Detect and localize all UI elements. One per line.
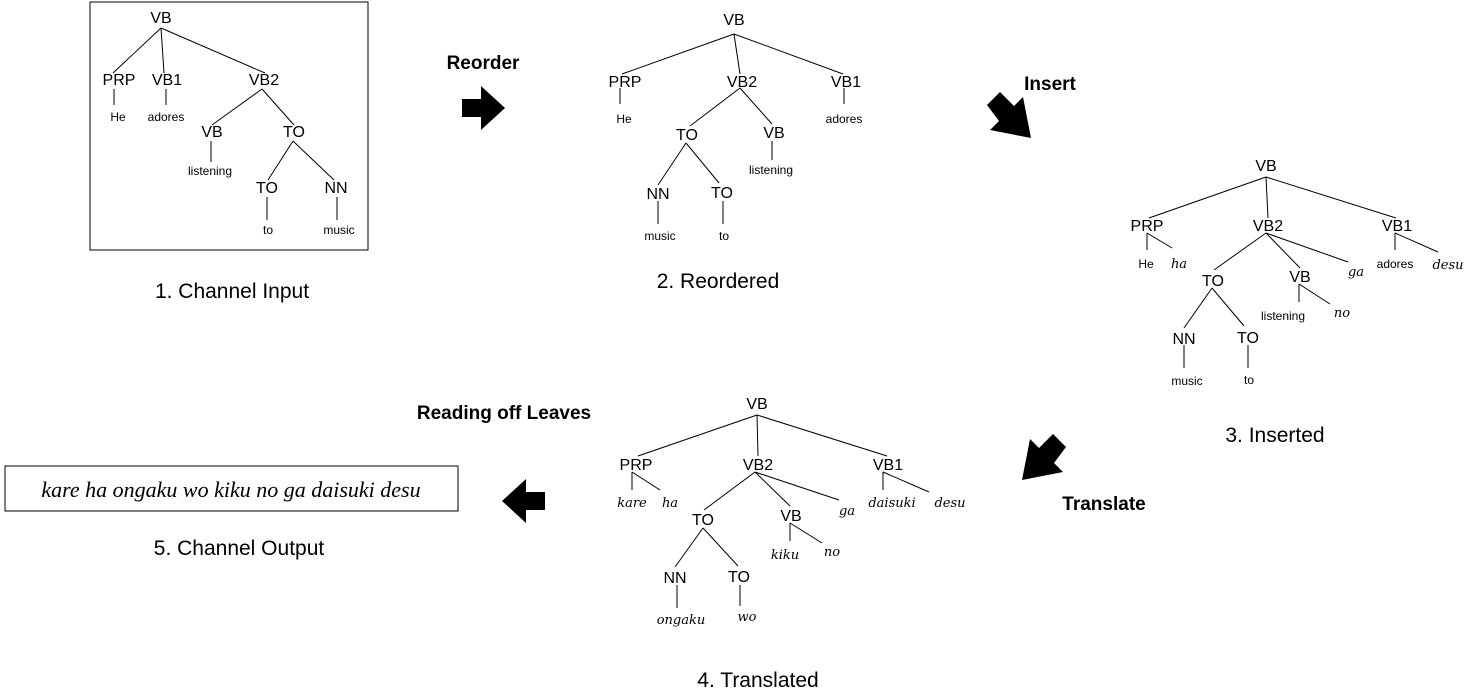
reordered-music-leaf: music xyxy=(644,229,675,243)
inserted-to-top-node: TO xyxy=(1202,273,1224,290)
reordered-vb-under-vb2-node: VB xyxy=(763,125,784,142)
inserted-vb-under-vb2-node: VB xyxy=(1289,269,1310,286)
output-sentence-box xyxy=(4,465,459,512)
arrow-down-left-icon xyxy=(1022,434,1066,480)
translated-kare-leaf: kare xyxy=(617,496,647,511)
reordered-caption: 2. Reordered xyxy=(657,270,780,293)
inserted-to-leaf: to xyxy=(1244,373,1254,387)
translated-daisuki-leaf: daisuki xyxy=(868,496,915,511)
reordered-to-inner-node: TO xyxy=(711,185,733,202)
arrow-right-icon xyxy=(462,86,505,130)
input-he-leaf: He xyxy=(110,110,126,124)
inserted-ha-leaf: ha xyxy=(1171,257,1187,272)
translated-vb2-node: VB2 xyxy=(743,457,773,474)
translated-ongaku-leaf: ongaku xyxy=(657,613,706,628)
inserted-prp-node: PRP xyxy=(1131,218,1164,235)
translated-ha-leaf: ha xyxy=(662,496,678,511)
input-to-leaf: to xyxy=(263,223,273,237)
translated-prp-node: PRP xyxy=(620,457,653,474)
translated-kiku-leaf: kiku xyxy=(771,548,799,563)
translated-desu-leaf: desu xyxy=(934,496,965,511)
translated-caption: 4. Translated xyxy=(697,669,818,690)
reordered-vb-node: VB xyxy=(723,12,744,29)
inserted-adores-leaf: adores xyxy=(1377,257,1414,271)
insert-step-label: Insert xyxy=(1024,74,1076,95)
reordered-vb2-node: VB2 xyxy=(727,74,757,91)
inserted-vb-node: VB xyxy=(1255,158,1276,175)
inserted-caption: 3. Inserted xyxy=(1225,424,1324,447)
translated-ga-leaf: ga xyxy=(839,504,855,519)
translated-wo-leaf: wo xyxy=(738,610,757,625)
input-tree: VB PRP VB1 VB2 He adores VB TO listening… xyxy=(89,1,369,251)
inserted-no-leaf: no xyxy=(1334,306,1350,321)
inserted-music-leaf: music xyxy=(1171,374,1202,388)
input-listening-leaf: listening xyxy=(188,164,232,178)
input-nn-node: NN xyxy=(324,180,347,197)
translate-step-label: Translate xyxy=(1062,494,1145,515)
input-tree-frame xyxy=(89,1,369,251)
inserted-desu-leaf: desu xyxy=(1432,258,1463,273)
input-vb-under-vb2-node: VB xyxy=(201,124,222,141)
reorder-step-label: Reorder xyxy=(447,53,520,74)
input-to-inner-node: TO xyxy=(256,180,278,197)
input-vb1-node: VB1 xyxy=(152,72,182,89)
reordered-nn-node: NN xyxy=(646,186,669,203)
reordered-to-leaf: to xyxy=(719,229,729,243)
reordered-listening-leaf: listening xyxy=(749,163,793,177)
inserted-ga-leaf: ga xyxy=(1348,265,1364,280)
reordered-he-leaf: He xyxy=(616,112,632,126)
translated-vb1-node: VB1 xyxy=(873,457,903,474)
input-music-leaf: music xyxy=(323,223,354,237)
reordered-adores-leaf: adores xyxy=(826,112,863,126)
inserted-to-inner-node: TO xyxy=(1237,330,1259,347)
reordered-tree: VB PRP VB2 VB1 He adores TO VB listening… xyxy=(609,12,863,243)
inserted-vb1-node: VB1 xyxy=(1382,218,1412,235)
translated-to-top-node: TO xyxy=(692,512,714,529)
inserted-listening-leaf: listening xyxy=(1261,309,1305,323)
input-vb-node: VB xyxy=(150,10,171,27)
translated-nn-node: NN xyxy=(663,570,686,587)
reading-off-leaves-step-label: Reading off Leaves xyxy=(417,403,591,424)
input-vb2-node: VB2 xyxy=(249,72,279,89)
input-adores-leaf: adores xyxy=(148,110,185,124)
inserted-tree: VB PRP VB2 VB1 He ha ga adores desu TO V… xyxy=(1131,158,1464,388)
translated-tree: VB PRP VB2 VB1 kare ha ga daisuki desu T… xyxy=(617,396,965,628)
inserted-nn-node: NN xyxy=(1172,331,1195,348)
translated-no-leaf: no xyxy=(824,545,840,560)
translated-vb-under-vb2-node: VB xyxy=(780,508,801,525)
input-prp-node: PRP xyxy=(103,72,136,89)
reordered-to-top-node: TO xyxy=(676,127,698,144)
input-to-top-node: TO xyxy=(283,124,305,141)
translated-vb-node: VB xyxy=(746,396,767,413)
channel-input-caption: 1. Channel Input xyxy=(155,280,309,303)
arrow-left-icon xyxy=(502,479,545,523)
channel-output-caption: 5. Channel Output xyxy=(154,537,325,560)
inserted-vb2-node: VB2 xyxy=(1253,218,1283,235)
translated-to-inner-node: TO xyxy=(728,569,750,586)
reordered-prp-node: PRP xyxy=(609,74,642,91)
output-sentence: kare ha ongaku wo kiku no ga daisuki des… xyxy=(41,477,420,502)
reordered-vb1-node: VB1 xyxy=(831,74,861,91)
arrow-down-right-icon xyxy=(987,92,1031,138)
inserted-he-leaf: He xyxy=(1138,257,1154,271)
